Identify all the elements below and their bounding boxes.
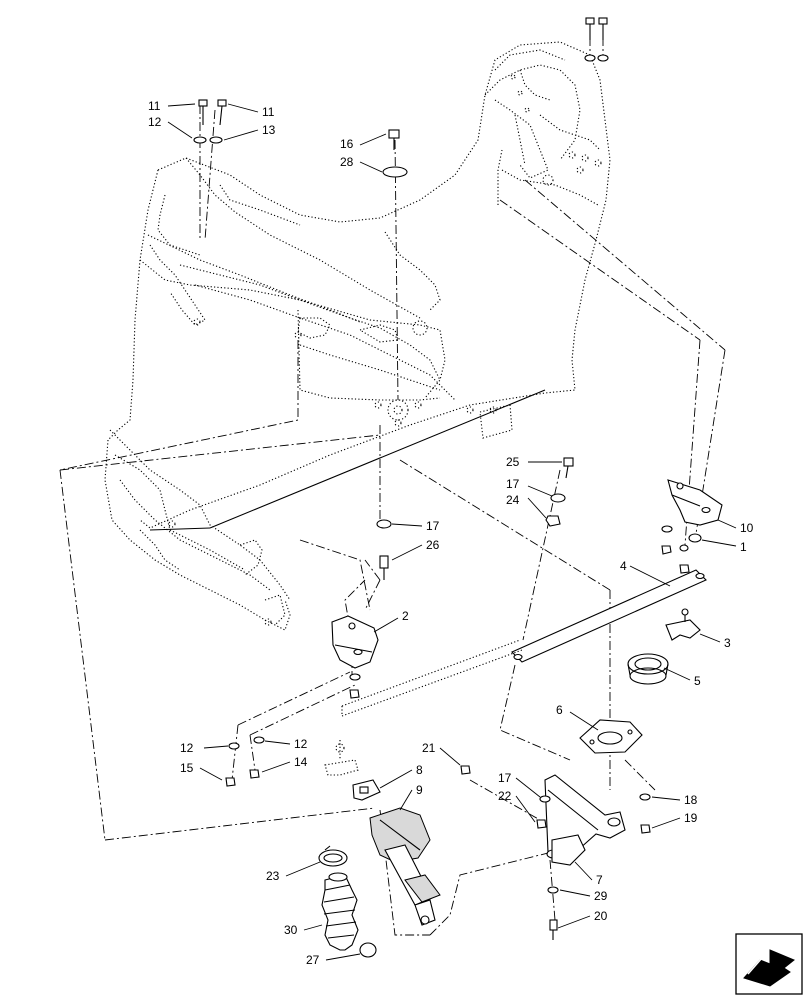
washer-18 <box>639 793 651 801</box>
rail-dotted <box>341 639 521 707</box>
arm-7 <box>544 774 626 866</box>
nut-19 <box>640 824 651 834</box>
nut-24 <box>545 515 561 527</box>
callout-17-lower: 17 <box>498 771 512 785</box>
callout-2: 2 <box>402 609 409 623</box>
callout-14: 14 <box>294 755 308 769</box>
washer-17-lower <box>539 795 551 803</box>
callout-12-lower-left: 12 <box>180 741 194 755</box>
bolt-26 <box>379 555 389 580</box>
callout-17-middle: 17 <box>426 519 440 533</box>
washer-upper-right <box>661 525 673 533</box>
callout-13: 13 <box>262 123 276 137</box>
callout-5: 5 <box>694 674 701 688</box>
callout-25: 25 <box>506 455 520 469</box>
assembly-centerlines <box>59 20 726 936</box>
bolt-11-left <box>198 99 208 125</box>
bolts-top-right <box>584 17 609 62</box>
callout-30: 30 <box>284 923 298 937</box>
callout-11-left: 11 <box>148 99 161 113</box>
callout-6: 6 <box>556 703 563 717</box>
callout-27: 27 <box>306 953 320 967</box>
washer-29 <box>547 886 559 894</box>
ring-27 <box>359 942 377 958</box>
clip-3 <box>665 608 701 641</box>
callout-1: 1 <box>740 540 747 554</box>
cap-8 <box>352 779 381 801</box>
bolt-25 <box>563 457 574 479</box>
actuator-9 <box>369 807 441 926</box>
callout-22: 22 <box>498 789 512 803</box>
washer-12-top <box>193 136 207 144</box>
nut-22 <box>536 819 547 829</box>
clamp-23 <box>318 845 348 867</box>
callout-numbers: 11 11 12 13 16 28 25 17 24 17 26 10 1 4 … <box>148 99 754 967</box>
callout-18: 18 <box>684 793 698 807</box>
callout-15: 15 <box>180 761 194 775</box>
callout-19: 19 <box>684 811 698 825</box>
next-page-arrow-icon[interactable] <box>735 933 803 995</box>
callout-8: 8 <box>416 763 423 777</box>
callout-10: 10 <box>740 521 754 535</box>
callout-11-right: 11 <box>262 105 275 119</box>
washer-12-lower-left <box>228 742 240 750</box>
washer-28 <box>382 166 408 178</box>
callout-21: 21 <box>422 741 436 755</box>
callout-20: 20 <box>594 909 608 923</box>
nut-upper-right-a <box>661 545 672 555</box>
frame-outline <box>104 41 611 631</box>
washer-1 <box>688 533 702 543</box>
washer-13-top <box>209 136 223 144</box>
nut-upper-right-b <box>679 564 690 574</box>
washer-12-lower-right <box>253 736 265 744</box>
callout-29: 29 <box>594 889 608 903</box>
bolt-16 <box>388 129 400 150</box>
bracket-2 <box>331 615 379 669</box>
washer-17-middle <box>376 519 392 529</box>
bracket-10 <box>667 479 723 526</box>
nut-15 <box>225 777 236 787</box>
nut-21 <box>460 765 471 775</box>
callout-12-top: 12 <box>148 115 162 129</box>
washer-17-upper <box>550 493 566 503</box>
callout-leaders <box>167 103 737 961</box>
callout-28: 28 <box>340 155 354 169</box>
boot-30 <box>321 872 359 951</box>
callout-7: 7 <box>596 873 603 887</box>
washer-upper-right-b <box>679 544 689 552</box>
callout-3: 3 <box>724 636 731 650</box>
callout-4: 4 <box>620 559 627 573</box>
callout-12-lower-right: 12 <box>294 737 308 751</box>
washer-mid-2 <box>349 673 361 681</box>
bolt-11-right <box>217 99 227 126</box>
bushing-5 <box>627 653 669 685</box>
nut-14 <box>249 769 260 779</box>
callout-17-upper: 17 <box>506 477 520 491</box>
nut-mid-2 <box>349 689 360 699</box>
link-bar-4 <box>511 569 707 663</box>
callout-16: 16 <box>340 137 354 151</box>
callout-26: 26 <box>426 538 440 552</box>
callout-23: 23 <box>266 869 280 883</box>
callout-9: 9 <box>416 783 423 797</box>
bolt-20 <box>549 919 558 940</box>
clip-under-2 <box>324 740 359 776</box>
callout-24: 24 <box>506 493 520 507</box>
plate-6 <box>579 719 643 754</box>
